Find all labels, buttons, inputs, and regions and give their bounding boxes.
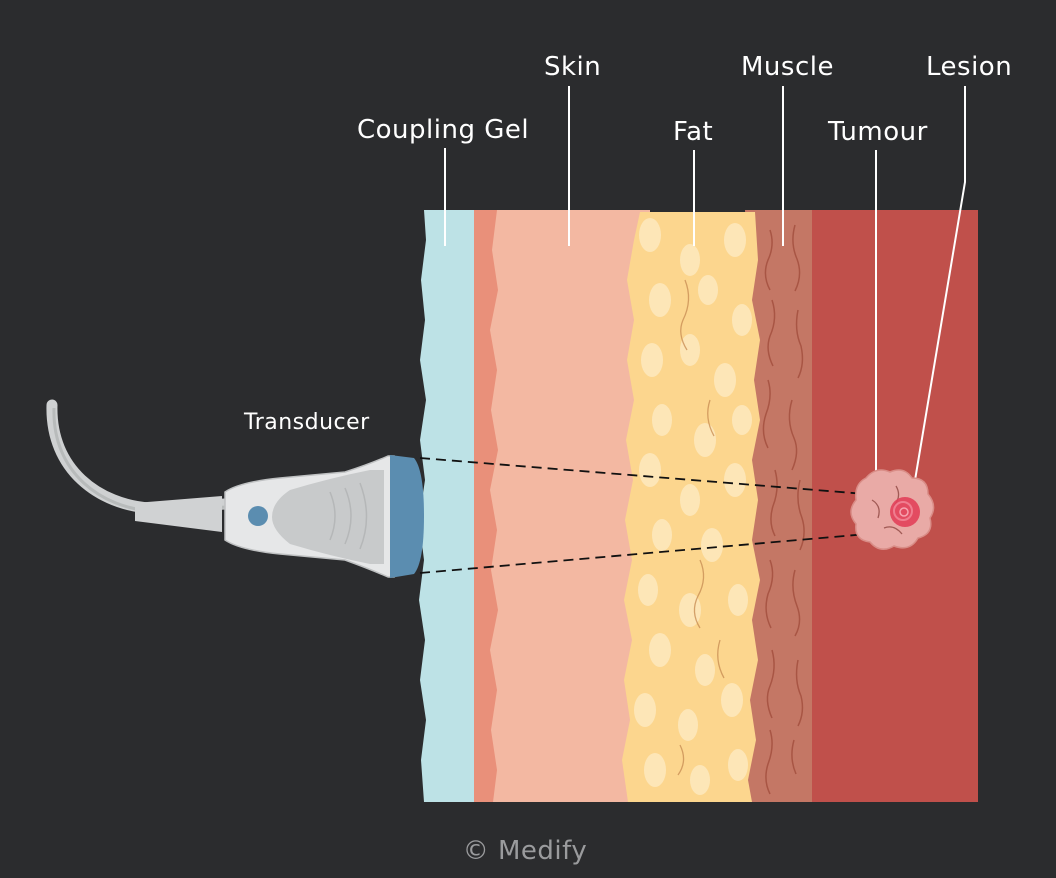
- coupling-gel-layer: [419, 210, 474, 802]
- cable-strain-relief: [135, 496, 222, 532]
- lesion-label: Lesion: [926, 52, 1013, 82]
- transducer-button: [248, 506, 268, 526]
- skin-layer: [480, 210, 650, 802]
- tumour-mass: [850, 469, 935, 550]
- skin-label: Skin: [544, 52, 602, 82]
- tumour-label: Tumour: [828, 117, 928, 147]
- coupling-gel-label: Coupling Gel: [357, 115, 530, 145]
- transducer-label: Transducer: [244, 410, 370, 435]
- copyright-credit: © Medify: [462, 836, 588, 866]
- leader-lines: [444, 86, 966, 511]
- fat-lobules: [634, 218, 752, 795]
- ultrasound-beam: [419, 457, 891, 574]
- fat-label: Fat: [673, 117, 714, 147]
- muscle-label: Muscle: [741, 52, 834, 82]
- transducer-icon: [224, 455, 424, 578]
- skin-edge: [474, 210, 498, 802]
- muscle-layer: [744, 210, 812, 802]
- fat-vessels: [677, 279, 725, 776]
- cable-icon: [46, 399, 231, 514]
- lesion-leader: [909, 86, 966, 511]
- muscle-fibres: [762, 224, 805, 795]
